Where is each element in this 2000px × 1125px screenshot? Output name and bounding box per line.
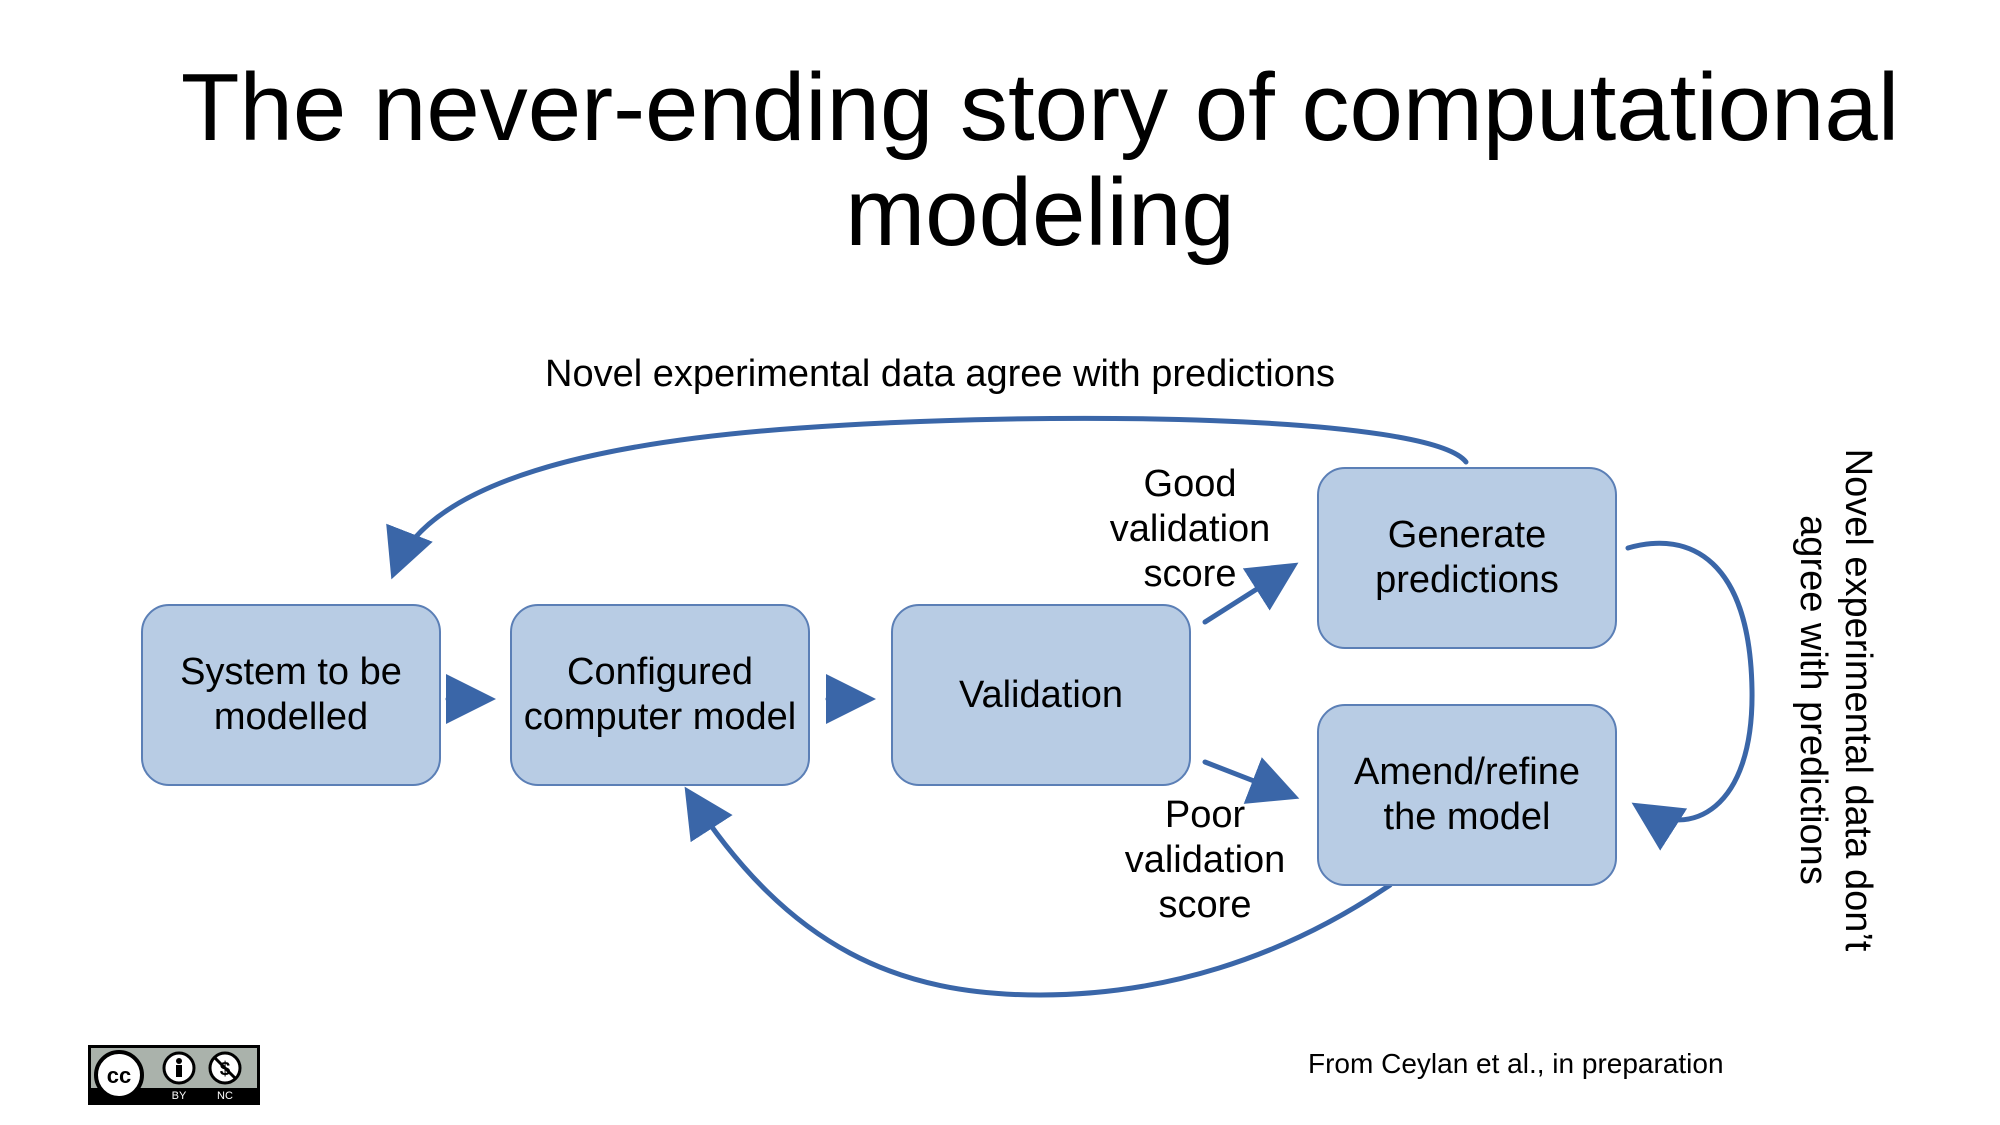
source-citation: From Ceylan et al., in preparation: [1308, 1048, 1724, 1079]
label-poor-line-3: score: [1158, 884, 1252, 926]
license-nc-text: NC: [217, 1090, 233, 1102]
label-poor-validation-score: Poor validation score: [1105, 793, 1305, 928]
box-generate-predictions: Generate predictions: [1317, 467, 1617, 649]
box-validation: Validation: [891, 604, 1191, 786]
box-generate-line-2: predictions: [1375, 559, 1559, 601]
label-disagree-line-1: Novel experimental data don’t: [1837, 448, 1879, 952]
label-novel-data-agree: Novel experimental data agree with predi…: [545, 353, 1335, 395]
box-generate-line-1: Generate: [1387, 514, 1547, 556]
label-disagree-line-2: agree with predictions: [1792, 515, 1834, 885]
label-good-line-2: validation: [1109, 508, 1271, 550]
label-good-line-3: score: [1143, 553, 1237, 595]
arrow-disagree-loop: [1625, 540, 1755, 851]
arrow-validation-to-generate: [1202, 562, 1299, 625]
label-poor-line-1: Poor: [1164, 794, 1246, 836]
label-poor-line-2: validation: [1124, 839, 1286, 881]
box-system-line-1: System to be: [180, 651, 402, 693]
cc-badge-graphic: cc $ BY NC: [91, 1050, 257, 1102]
box-configured-computer-model: Configured computer model: [510, 604, 810, 786]
svg-text:cc: cc: [107, 1063, 131, 1088]
box-system-to-be-modelled: System to be modelled: [141, 604, 441, 786]
arrow-validation-to-amend: [1202, 757, 1300, 804]
box-amend-line-2: the model: [1383, 796, 1551, 838]
box-amend-line-1: Amend/refine: [1353, 751, 1580, 793]
box-configured-line-2: computer model: [523, 696, 797, 738]
arrow-refine-loop: [684, 786, 1393, 998]
box-system-line-2: modelled: [213, 696, 369, 738]
label-novel-data-disagree: Novel experimental data don’t agree with…: [1790, 420, 1880, 980]
creative-commons-by-nc-icon: cc $ BY NC: [88, 1045, 260, 1105]
arrow-agree-loop: [386, 415, 1469, 580]
box-configured-line-1: Configured: [567, 651, 753, 693]
page-title: The never-ending story of computational …: [160, 55, 1920, 265]
page-title-line-1: The never-ending story of computational: [180, 54, 1900, 161]
license-by-text: BY: [172, 1090, 187, 1102]
box-amend-refine-model: Amend/refine the model: [1317, 704, 1617, 886]
label-good-validation-score: Good validation score: [1090, 462, 1290, 597]
box-validation-line-1: Validation: [958, 673, 1124, 716]
label-good-line-1: Good: [1143, 463, 1237, 505]
page-title-line-2: modeling: [845, 159, 1235, 266]
